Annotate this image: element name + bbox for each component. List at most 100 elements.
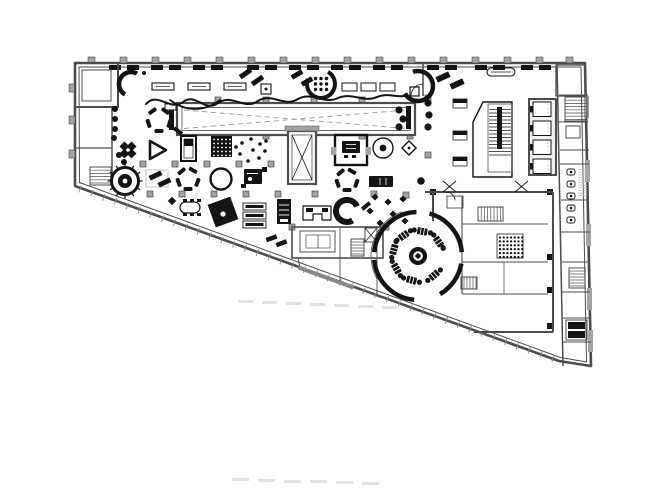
lounge-table [389,258,403,279]
atrium-dash [183,109,407,129]
window-wall-hatch [208,232,212,240]
media-desk [244,169,262,184]
lounge-arc [438,263,464,297]
wall-display-cases [475,65,487,70]
core-x-brace [291,134,313,181]
main-stair-well [487,103,513,173]
left-pilasters [68,115,76,125]
lounge-table [408,276,412,284]
pixel-carpet-grid [229,154,231,157]
core-shaft-inner [291,134,313,181]
scatter-stools [257,156,261,160]
lounge-table [431,232,446,252]
storage-rack-dots [521,251,524,255]
oval-table-chairs [183,199,187,202]
elevator-cab [532,158,552,174]
scan-artifact [284,480,301,483]
gallery-square-case [409,86,420,97]
gallery-circle-seats [313,82,318,86]
lounge-table [432,271,438,278]
door-x [514,180,529,193]
lounge-table [389,258,395,264]
storage-rack-dots [517,255,520,259]
pixel-carpet-grid [221,138,223,141]
gallery-circle-seats [324,76,329,81]
seat-ring-pentagon [161,107,170,115]
pixel-carpet-grid [225,138,227,141]
storage-rack-dots [509,240,513,243]
pixel-carpet-grid [221,146,223,149]
wall-display-cases [539,65,551,70]
window-wall-hatch [444,316,449,324]
round-table-center [379,144,387,152]
display-cube-dot [264,87,268,91]
elevator-cab [530,163,533,170]
small-stair [350,238,365,257]
interior-columns [311,190,319,198]
serpentine-wall [145,94,408,107]
scatter-stools [258,142,262,146]
pavilion-chairs [352,155,356,158]
info-desk-ticks [109,171,113,175]
elevator-cab [530,106,533,113]
lounge-table [394,237,400,243]
storage-rack-dots [498,251,502,255]
storage-rack-dots [502,248,505,251]
window-wall-hatch [397,299,401,307]
window-wall-hatch [492,333,496,341]
interior-columns [139,160,147,168]
storage-rack-dots [509,236,513,239]
core-stub [284,125,320,132]
triangle-exhibit [148,139,168,161]
gallery-circle-seats [313,87,318,92]
window-wall-hatch [504,338,508,345]
storage-rack-dots [513,248,516,251]
pixel-carpet-grid [217,142,219,145]
diamond-stools [376,219,384,227]
storage-rack-dots [517,244,520,247]
scan-artifact [334,304,349,307]
pavilion-piers [331,147,336,155]
storage-rack-dots [509,248,513,251]
equipment [568,331,585,338]
gallery-circle-seats [319,82,323,86]
seat-ring [183,187,193,191]
wall-display-cases [445,65,457,70]
planting [424,99,432,107]
scatter-stools [246,159,250,163]
lounge-table [436,240,443,246]
structural-columns [547,323,553,329]
pixel-carpet-grid [221,142,223,145]
bench [435,71,451,83]
scatter-stools [234,145,238,149]
restroom-fixtures [569,218,573,222]
lounge-table [425,267,443,284]
gallery-circle-seats [324,87,329,92]
window-wall-hatch [539,350,543,358]
top-pilasters [471,56,480,64]
lounge-table [402,231,408,238]
planting [399,115,407,123]
structural-columns [547,287,553,293]
storage-rack-dots [506,251,509,255]
elevator-cab [532,101,552,117]
lounge-table [416,227,428,236]
window-wall-hatch [113,198,118,206]
outer-wall [73,61,593,368]
oval-table-chairs [197,199,201,202]
stepped-console-item [322,208,328,212]
pixel-carpet-grid [229,150,231,153]
pixel-carpet-grid [213,154,215,157]
display-table-stadium [486,67,516,77]
service-stair-lower [568,267,586,289]
bench [238,67,253,80]
planting [112,116,118,122]
storage-rack-dots [517,248,520,251]
seat-ring [342,188,352,192]
lounge-pair-bar [157,177,172,188]
window-wall-hatch [527,346,531,354]
storage-rack-dots [521,240,524,243]
pixel-carpet-grid [225,154,227,157]
wall-display-cases [151,65,163,70]
bench [275,239,288,248]
